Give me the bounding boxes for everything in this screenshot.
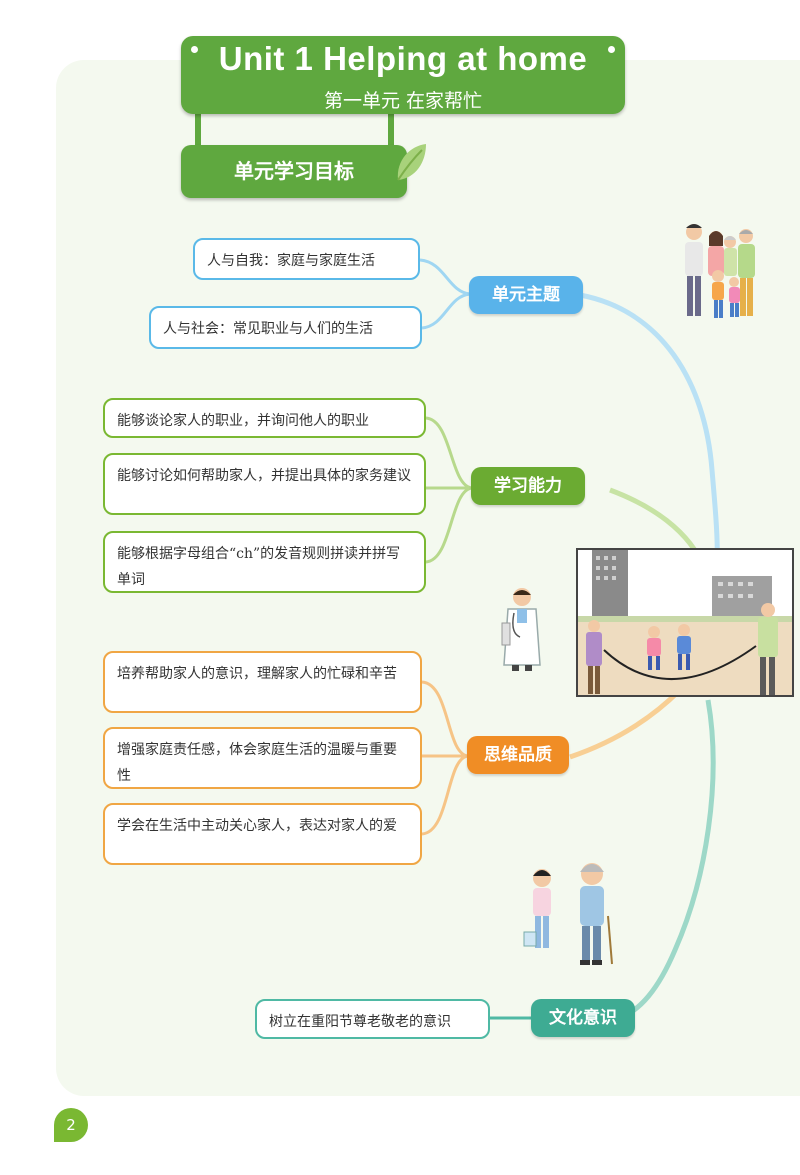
leaf-icon bbox=[397, 144, 426, 181]
unit-title-banner: Unit 1 Helping at home 第一单元 在家帮忙 bbox=[181, 36, 625, 114]
ability-item: 能够谈论家人的职业，并询问他人的职业 bbox=[103, 398, 426, 438]
ability-item: 能够根据字母组合“ch”的发音规则拼读并拼写单词 bbox=[103, 531, 426, 593]
culture-node: 文化意识 bbox=[531, 999, 635, 1037]
objectives-heading: 单元学习目标 bbox=[181, 145, 407, 198]
culture-item: 树立在重阳节尊老敬老的意识 bbox=[255, 999, 490, 1039]
thinking-item: 培养帮助家人的意识，理解家人的忙碌和辛苦 bbox=[103, 651, 422, 713]
jump-rope-scene bbox=[576, 548, 794, 697]
unit-title-english: Unit 1 Helping at home bbox=[218, 40, 588, 77]
doctor-illustration bbox=[501, 588, 541, 671]
thinking-item: 增强家庭责任感，体会家庭生活的温暖与重要性 bbox=[103, 727, 422, 789]
banner-dot bbox=[608, 46, 615, 53]
banner-dot bbox=[191, 46, 198, 53]
ability-item: 能够讨论如何帮助家人，并提出具体的家务建议 bbox=[103, 453, 426, 515]
theme-node: 单元主题 bbox=[469, 276, 583, 314]
title-connector-left bbox=[195, 112, 201, 152]
unit-title-chinese: 第一单元 在家帮忙 bbox=[323, 90, 483, 112]
ability-node: 学习能力 bbox=[471, 467, 585, 505]
theme-item: 人与自我：家庭与家庭生活 bbox=[193, 238, 420, 280]
thinking-node: 思维品质 bbox=[467, 736, 569, 774]
family-illustration bbox=[685, 224, 755, 318]
page-number: 2 bbox=[54, 1108, 88, 1142]
grandmother-child-illustration bbox=[523, 863, 613, 965]
thinking-item: 学会在生活中主动关心家人，表达对家人的爱 bbox=[103, 803, 422, 865]
title-connector-right bbox=[388, 112, 394, 152]
theme-item: 人与社会：常见职业与人们的生活 bbox=[149, 306, 422, 349]
